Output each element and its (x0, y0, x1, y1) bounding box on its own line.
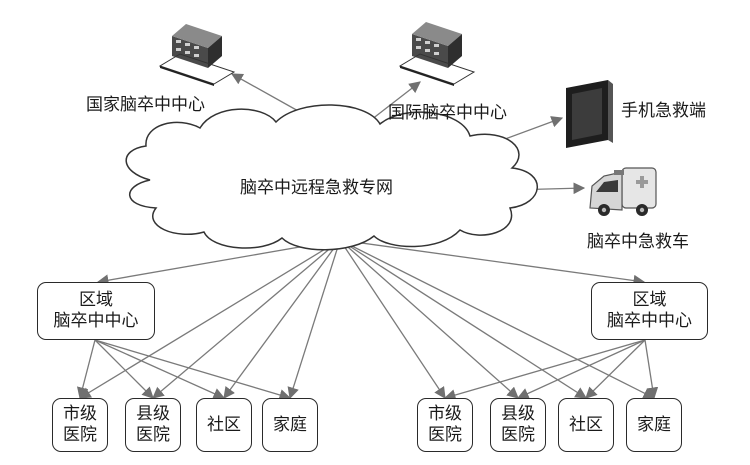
connection-line (644, 339, 659, 400)
ambulance-icon (589, 167, 657, 216)
international-center-label: 国际脑卒中中心 (388, 103, 507, 123)
mobile-device-icon (566, 80, 613, 148)
facility-county-hospital: 县级 医院 (125, 398, 181, 452)
connection-line (94, 339, 226, 400)
connection-lines (76, 73, 659, 401)
box-label: 家庭 (637, 414, 671, 435)
box-label: 医院 (428, 425, 462, 445)
connection-line (79, 239, 341, 399)
connection-line (339, 239, 656, 399)
facility-community: 社区 (196, 398, 252, 452)
box-label: 脑卒中中心 (607, 311, 692, 331)
connection-line (94, 339, 292, 401)
network-label: 脑卒中远程急救专网 (240, 178, 393, 198)
connection-line (516, 339, 646, 399)
facility-community: 社区 (558, 398, 614, 452)
box-label: 医院 (501, 425, 535, 445)
regional-center-left: 区域 脑卒中中心 (37, 282, 155, 340)
box-label: 医院 (136, 425, 170, 445)
connection-line (94, 339, 154, 399)
connection-line (339, 239, 587, 399)
connection-line (339, 239, 519, 399)
facility-city-hospital: 市级 医院 (417, 398, 473, 452)
building-icon (158, 24, 236, 86)
box-label: 县级 (136, 404, 170, 424)
connection-line (76, 339, 96, 400)
connection-line (223, 239, 341, 399)
box-label: 脑卒中中心 (53, 311, 139, 331)
box-label: 区域 (632, 290, 667, 310)
box-label: 县级 (501, 404, 535, 424)
regional-center-right: 区域 脑卒中中心 (591, 282, 708, 340)
mobile-terminal-label: 手机急救端 (621, 101, 706, 121)
box-label: 市级 (428, 404, 462, 424)
connection-line (152, 239, 341, 399)
connection-line (339, 239, 646, 287)
box-label: 区域 (79, 290, 113, 310)
facility-county-hospital: 县级 医院 (490, 398, 546, 452)
connection-line (230, 73, 301, 113)
facility-family: 家庭 (262, 398, 318, 452)
connection-line (287, 239, 341, 400)
box-label: 社区 (207, 414, 241, 435)
box-label: 医院 (63, 425, 97, 445)
box-label: 家庭 (273, 414, 307, 435)
connection-line (443, 339, 646, 401)
cloud-shape (125, 104, 538, 251)
building-icon (398, 22, 476, 86)
connection-line (585, 339, 646, 399)
connection-line (339, 239, 446, 399)
facility-city-hospital: 市级 医院 (52, 398, 108, 452)
box-label: 社区 (569, 414, 603, 435)
box-label: 市级 (63, 404, 97, 424)
facility-family: 家庭 (626, 398, 682, 452)
ambulance-label: 脑卒中急救车 (587, 232, 689, 252)
national-center-label: 国家脑卒中中心 (86, 95, 205, 115)
